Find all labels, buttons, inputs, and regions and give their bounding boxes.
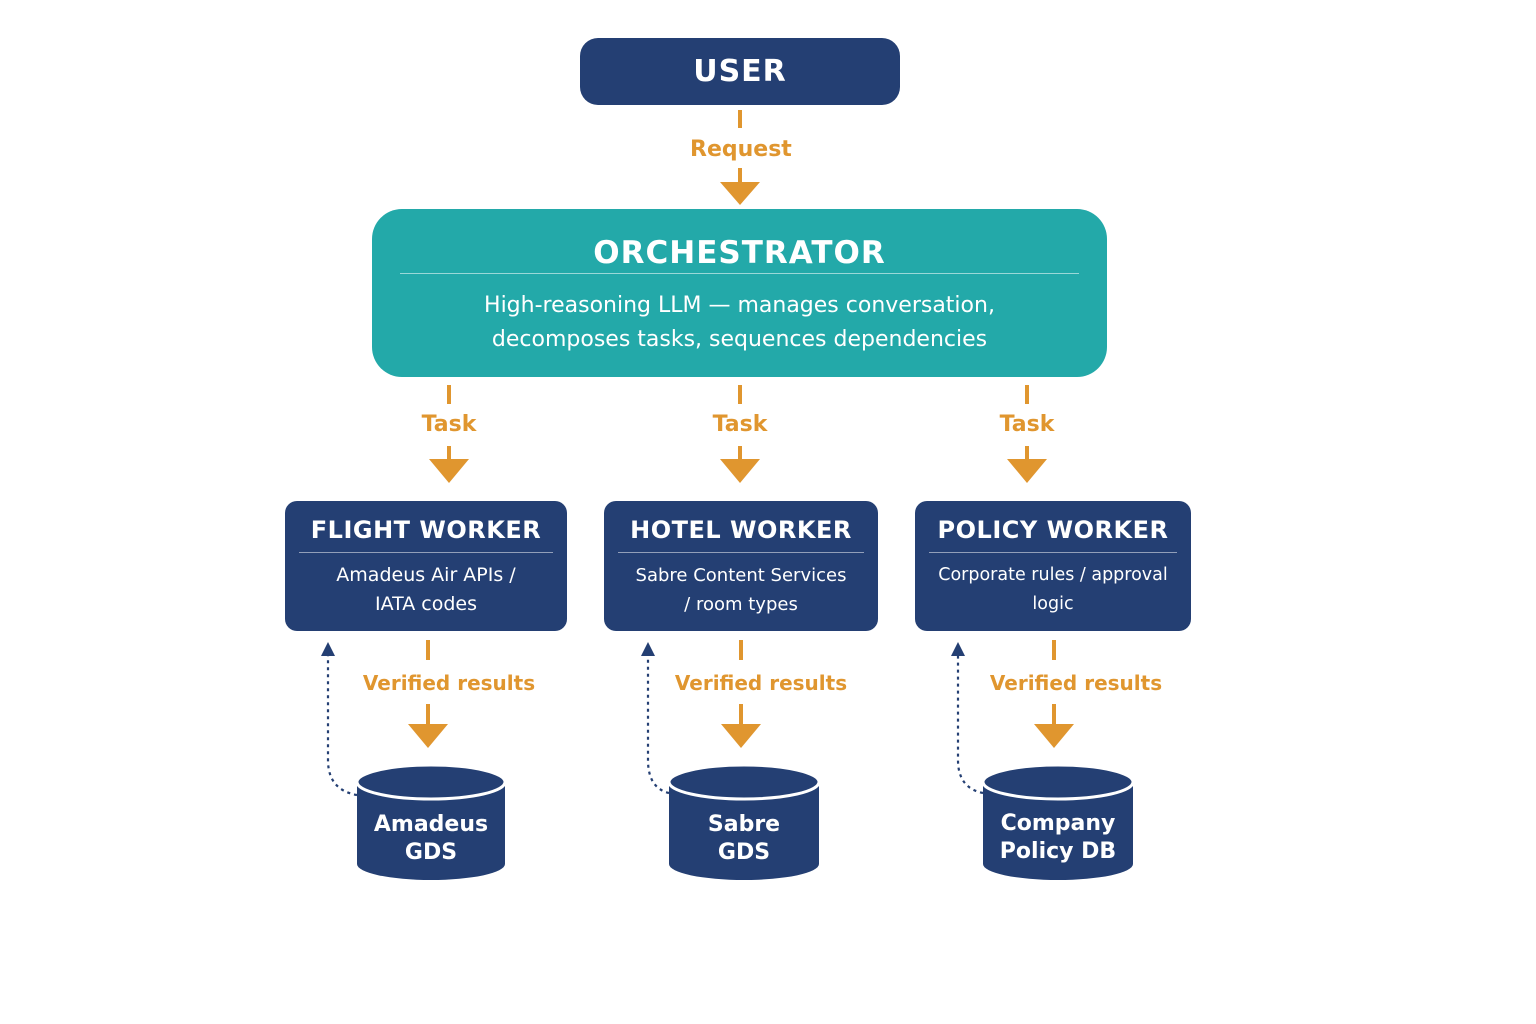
hotel-worker-description: Sabre Content Services / room types (612, 561, 870, 619)
verified-label-hotel: Verified results (674, 671, 848, 695)
user-label: USER (693, 54, 787, 89)
request-label: Request (690, 137, 792, 162)
orchestrator-description-line-1: High-reasoning LLM — manages conversatio… (484, 293, 995, 318)
task-label-flight: Task (421, 412, 477, 437)
request-arrow (720, 110, 760, 205)
orchestrator-description-line-2: decomposes tasks, sequences dependencies (491, 327, 988, 352)
company-policy-db-cylinder (981, 763, 1135, 880)
verified-arrow-hotel (721, 640, 761, 748)
policy-worker-node: POLICY WORKER Corporate rules / approval… (915, 501, 1191, 631)
flight-worker-line-2: IATA codes (374, 593, 477, 615)
return-arrow-policy (951, 642, 984, 795)
company-policy-db-line-1: Company (1000, 811, 1116, 836)
return-arrow-flight (321, 642, 358, 797)
hotel-worker-node: HOTEL WORKER Sabre Content Services / ro… (604, 501, 878, 631)
verified-label-flight: Verified results (362, 671, 536, 695)
sabre-gds-cylinder (667, 763, 821, 880)
orchestrator-divider (400, 273, 1079, 274)
flight-worker-description: Amadeus Air APIs / IATA codes (293, 561, 559, 619)
task-arrow-hotel (720, 385, 760, 483)
amadeus-gds-line-2: GDS (404, 840, 458, 865)
hotel-worker-title: HOTEL WORKER (630, 516, 852, 544)
task-arrow-policy (1007, 385, 1047, 483)
amadeus-gds-label: Amadeus GDS (357, 811, 505, 867)
orchestrator-node: ORCHESTRATOR High-reasoning LLM — manage… (372, 209, 1107, 377)
orchestrator-description: High-reasoning LLM — manages conversatio… (412, 289, 1067, 357)
flight-worker-title: FLIGHT WORKER (310, 516, 542, 544)
amadeus-gds-cylinder (355, 763, 507, 880)
policy-worker-description: Corporate rules / approval logic (923, 561, 1183, 619)
company-policy-db-line-2: Policy DB (999, 839, 1117, 864)
sabre-gds-label: Sabre GDS (670, 811, 818, 867)
amadeus-gds-line-1: Amadeus (373, 812, 489, 837)
policy-worker-line-1: Corporate rules / approval (938, 565, 1168, 585)
policy-worker-line-2: logic (1032, 594, 1074, 614)
policy-worker-divider (929, 552, 1177, 553)
task-arrow-flight (429, 385, 469, 483)
return-arrow-hotel (641, 642, 670, 795)
flight-worker-line-1: Amadeus Air APIs / (336, 564, 516, 586)
orchestrator-title: ORCHESTRATOR (593, 235, 886, 271)
task-label-policy: Task (999, 412, 1055, 437)
flight-worker-node: FLIGHT WORKER Amadeus Air APIs / IATA co… (285, 501, 567, 631)
sabre-gds-line-2: GDS (717, 840, 771, 865)
sabre-gds-line-1: Sabre (707, 812, 781, 837)
hotel-worker-line-1: Sabre Content Services (635, 565, 847, 586)
user-node: USER (580, 38, 900, 105)
verified-arrow-flight (408, 640, 448, 748)
hotel-worker-divider (618, 552, 864, 553)
task-label-hotel: Task (712, 412, 768, 437)
verified-arrow-policy (1034, 640, 1074, 748)
flight-worker-divider (299, 552, 553, 553)
policy-worker-title: POLICY WORKER (937, 516, 1169, 544)
hotel-worker-line-2: / room types (684, 594, 798, 615)
company-policy-db-label: Company Policy DB (984, 810, 1132, 866)
verified-label-policy: Verified results (989, 671, 1163, 695)
